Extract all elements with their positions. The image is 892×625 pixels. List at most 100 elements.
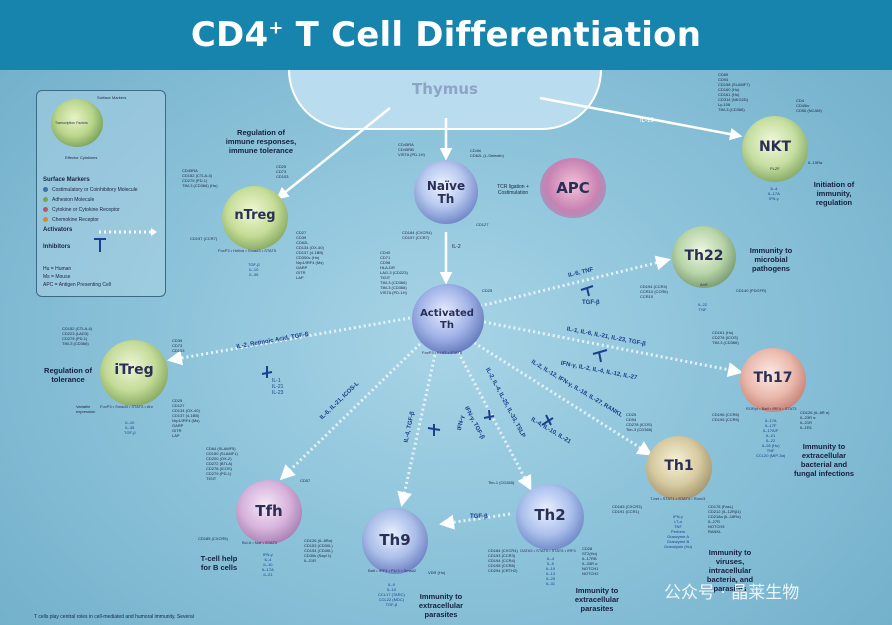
edge-label-il15: IL-15 <box>640 118 654 124</box>
legend-apc: APC = Antigen Presenting Cell <box>43 282 111 288</box>
note-tfh: T-cell help for B cells <box>200 554 238 572</box>
th22-ext: CD140 (PDGFR) <box>736 288 767 293</box>
tfh-label: Tfh <box>255 502 283 520</box>
th17-cell <box>740 348 806 412</box>
inhibitor-th22 <box>580 285 594 297</box>
apc-label: APC <box>556 179 590 197</box>
th17-markers-top: CD161 (Hu)CD278 (ICOS)TIM-3 (CD366) <box>712 330 739 345</box>
legend-ms: Ms = Mouse <box>43 274 71 280</box>
legend-hu: Hu = Human <box>43 266 72 272</box>
naive-th-label: Naïve Th <box>426 179 466 206</box>
legend-item-2: Cytokine or Cytokine Receptor <box>43 207 120 213</box>
legend-item-3: Chemokine Receptor <box>43 217 99 223</box>
itreg-cell <box>100 340 168 406</box>
itreg-tf: FoxP3 • Smad3 • STAT5 • Ahr <box>100 404 153 409</box>
note-th22: Immunity to microbial pathogens <box>749 246 793 273</box>
th17-tf: RORγt • Batf • IRF4 • STAT3 <box>746 406 797 411</box>
header-banner: CD4+ T Cell Differentiation <box>0 0 892 70</box>
itreg-label: iTreg <box>114 362 154 378</box>
note-itreg: Regulation of tolerance <box>44 366 92 384</box>
edge-label-th9b: TGF-β <box>470 514 488 520</box>
itreg-markers-left: CD152 (CTLA-4)CD223 (LAG3)CD279 (PD-1)TI… <box>62 326 93 346</box>
naive-markers-bottom: CD184 (CXCR4)CD197 (CCR7) <box>402 230 432 240</box>
inhibitor-th1 <box>541 414 554 426</box>
edge-label-il2: IL-2 <box>452 244 461 250</box>
th22-label: Th22 <box>684 248 724 264</box>
legend-activators: Activators <box>43 227 73 233</box>
arrow-thymus-ntreg <box>276 107 391 200</box>
watermark: 公众号 · 晶莱生物 <box>664 583 800 603</box>
itreg-variable: Variable expression <box>76 404 96 414</box>
th22-tf: AhR <box>700 282 708 287</box>
naive-marker-cd127: CD127 <box>476 222 489 227</box>
activated-th-cell <box>412 284 484 354</box>
th1-label: Th1 <box>664 458 694 474</box>
activated-tf: FoxP3 • Ki-67 • STAT5 <box>422 350 462 355</box>
th9-tf: Batf • IRF4 • PU.1 • Smad2 <box>368 568 417 573</box>
apc-cell <box>540 158 606 218</box>
edge-label-tcr: TCR ligation + Costimulation <box>497 184 529 196</box>
arrow-activated-tfh <box>279 342 422 481</box>
tfh-markers-top: CD84 (SLAMF5)CD150 (SLAMF1)CD200 (OX-2)C… <box>206 446 238 481</box>
tfh-cell <box>236 480 302 544</box>
nkt-tf: PLZF <box>770 166 780 171</box>
nkt-cell <box>742 116 808 182</box>
ntreg-bottom-marker: CD197 (CCR7) <box>190 236 218 241</box>
th1-markers-left: CD183 (CXCR3)CD191 (CCR1) <box>612 504 642 514</box>
note-th9: Immunity to extracellular parasites <box>418 592 464 619</box>
arrow-activated-th2 <box>454 347 532 491</box>
th2-markers-top: Tim-1 (CD365) <box>488 480 515 485</box>
note-th17: Immunity to extracellular bacterial and … <box>794 442 854 478</box>
th2-markers-left: CD184 (CXCR4)CD193 (CCR3)CD194 (CCR4)CD1… <box>488 548 518 573</box>
footer-text: T cells play central roles in cell-media… <box>34 614 194 620</box>
inhibitor-itreg <box>261 366 273 378</box>
arrow-activated-th1 <box>469 338 653 456</box>
note-th2: Immunity to extracellular parasites <box>574 586 620 613</box>
tfh-markers-right: CD126 (IL-6Rα)CD153 (CD30L)CD154 (CD40L)… <box>304 538 333 563</box>
note-th1: Immunity to viruses, intracellular bacte… <box>706 548 754 593</box>
arrow-thymus-nkt <box>539 96 743 141</box>
th9-label: Th9 <box>379 531 411 549</box>
th9-cell <box>362 508 428 574</box>
th17-label: Th17 <box>753 370 793 386</box>
ntreg-cell <box>222 186 288 250</box>
arrow-activated-th9 <box>397 349 438 507</box>
tfh-ext: CD57 <box>300 478 311 483</box>
activated-th-label: Activated Th <box>420 308 474 331</box>
arrow-activated-itreg <box>167 316 411 366</box>
legend-tf-label: Transcription Factors <box>55 121 88 125</box>
th22-cell <box>672 226 736 288</box>
arrow-activated-th22 <box>479 255 671 308</box>
th1-tf: T-bet • STAT1 • STAT4 • Runx3 <box>650 496 706 501</box>
note-nkt: Initiation of immunity, regulation <box>813 180 855 207</box>
th1-markers-right: CD178 (FasL)CD212 (IL-12Rβ1)CD218a (IL-1… <box>708 504 741 534</box>
arrow-th2-th9 <box>439 512 511 530</box>
legend-panel: Surface Markers Transcription Factors Ef… <box>36 90 166 297</box>
legend-inhibitor-symbol <box>94 238 106 252</box>
legend-inhibitors: Inhibitors <box>43 244 71 250</box>
legend-activator-arrow <box>99 228 157 236</box>
legend-surface-markers-heading: Surface Markers <box>43 177 90 183</box>
th9-ext: VDR (Hu) <box>428 570 446 575</box>
note-ntreg: Regulation of immune responses, immune t… <box>225 128 297 155</box>
arrow-activated-th17 <box>483 320 743 378</box>
edge-label-th22-inhib: TGF-β <box>582 300 600 306</box>
th2-cell <box>516 484 584 550</box>
th1-cell <box>646 436 712 500</box>
